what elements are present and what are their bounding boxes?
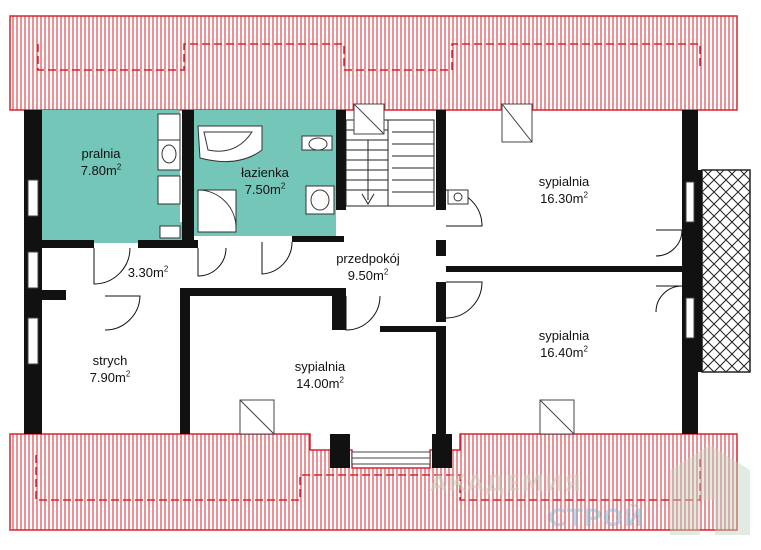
windows (27, 179, 695, 465)
room-name: sypialnia (294, 359, 346, 374)
room-area: 9.50m2 (347, 267, 389, 283)
watermark-line2: СТРОЙ (548, 504, 646, 532)
room-area: 16.30m2 (540, 190, 588, 206)
fixtures (157, 113, 469, 239)
room-lazienka: łazienka 7.50m2 (241, 164, 289, 198)
room-name: łazienka (241, 165, 289, 180)
room-name: sypialnia (538, 174, 590, 189)
room-area: 3.30m2 (127, 264, 169, 280)
staircase (345, 119, 435, 207)
room-sypialnia-1: sypialnia 16.30m2 (539, 173, 590, 207)
roof-windows (239, 103, 575, 435)
watermark-logo-icon (670, 445, 750, 535)
room-name: pralnia (81, 146, 121, 161)
room-sypialnia-2: sypialnia 16.40m2 (539, 327, 590, 361)
room-sypialnia-3: sypialnia 14.00m2 (295, 358, 346, 392)
room-area: 7.90m2 (89, 369, 131, 385)
door-swings (93, 189, 683, 331)
room-name: sypialnia (538, 328, 590, 343)
room-area: 16.40m2 (540, 344, 588, 360)
roof-bottom (9, 433, 738, 531)
room-strych: strych 7.90m2 (90, 352, 131, 386)
room-area: 7.80m2 (80, 162, 122, 178)
balcony (698, 169, 751, 373)
room-area: 7.50m2 (244, 181, 286, 197)
room-name: przedpokój (336, 251, 400, 266)
room-area: 14.00m2 (296, 375, 344, 391)
room-pralnia: pralnia 7.80m2 (81, 145, 122, 179)
room-hall: 3.30m2 (128, 264, 169, 281)
watermark-line1: АКАДЕМИЯ (430, 472, 582, 497)
room-name: strych (92, 353, 128, 368)
roof-top (9, 15, 738, 111)
room-przedpokoj: przedpokój 9.50m2 (336, 250, 400, 284)
